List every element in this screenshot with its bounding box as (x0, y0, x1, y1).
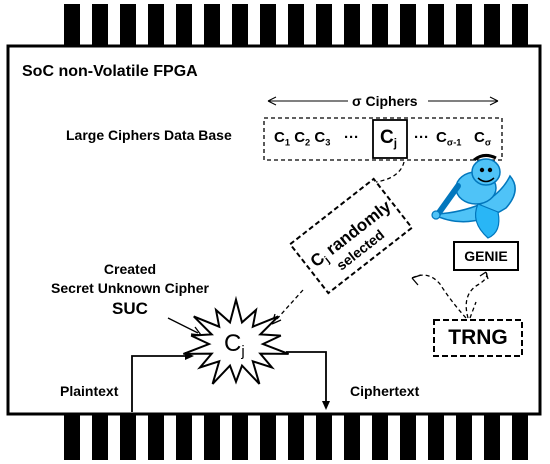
chip-title: SoC non-Volatile FPGA (22, 63, 198, 80)
suc-cipher-label: Cj (224, 330, 245, 361)
cipher-ellipsis-1: ··· (344, 129, 359, 146)
database-label: Large Ciphers Data Base (66, 127, 232, 143)
cipher-ellipsis-2: ··· (414, 129, 429, 146)
chip-pin (344, 4, 360, 48)
chip-pin (316, 412, 332, 460)
cipher-c3: C3 (314, 129, 331, 148)
chip-pin (120, 412, 136, 460)
chip-pin (372, 412, 388, 460)
chip-pin (372, 4, 388, 48)
cipher-c2: C2 (294, 129, 311, 148)
selection-connector (375, 161, 405, 183)
chip-pins-bottom (64, 412, 528, 460)
suc-line-3: SUC (112, 298, 148, 318)
trng-label: TRNG (448, 326, 508, 349)
chip-pins-top (64, 4, 528, 48)
chip-pin (456, 4, 472, 48)
chip-pin (120, 4, 136, 48)
chip-pin (484, 4, 500, 48)
chip-pin (288, 412, 304, 460)
suc-pointer-arrow (167, 317, 202, 336)
chip-pin (456, 412, 472, 460)
cipher-c1: C1 (274, 129, 291, 148)
selected-cipher-box (372, 119, 408, 159)
sigma-span-arrow (267, 94, 499, 108)
chip-pin (232, 4, 248, 48)
cipher-list: C1 C2 C3 (274, 129, 331, 148)
chip-pin (512, 4, 528, 48)
chip-pin (428, 412, 444, 460)
random-selection-box (288, 177, 414, 295)
ciphertext-output-arrow (286, 351, 330, 410)
cipher-c-sigma: Cσ (474, 129, 492, 148)
suc-line-1: Created (103, 261, 157, 277)
chip-pin (260, 412, 276, 460)
suc-star-shape (183, 295, 289, 385)
genie-icon (431, 153, 516, 239)
chip-pin (428, 4, 444, 48)
chip-pin (484, 412, 500, 460)
chip-pin (176, 412, 192, 460)
cipher-cj: Cj (380, 127, 398, 151)
chip-pin (64, 412, 80, 460)
chip-pin (92, 4, 108, 48)
chip-pin (92, 412, 108, 460)
chip-pin (232, 412, 248, 460)
chip-pin (512, 412, 528, 460)
plaintext-input-arrow (131, 352, 194, 412)
plaintext-label: Plaintext (60, 383, 119, 399)
trng-arrows (411, 271, 489, 319)
chip-pin (400, 412, 416, 460)
genie-label: GENIE (464, 248, 508, 264)
chip-pin (316, 4, 332, 48)
chip-pin (176, 4, 192, 48)
ciphertext-label: Ciphertext (350, 383, 420, 399)
trng-box (433, 319, 523, 357)
chip-pin (148, 4, 164, 48)
suc-label: Created Secret Unknown Cipher SUC (20, 260, 240, 321)
chip-pin (260, 4, 276, 48)
chip-pin (288, 4, 304, 48)
cipher-database-box (263, 117, 503, 161)
chip-pin (344, 412, 360, 460)
cipher-c-sigma-minus-1: Cσ-1 (436, 129, 462, 148)
chip-pin (204, 412, 220, 460)
chip-pin (148, 412, 164, 460)
chip-pin (400, 4, 416, 48)
sigma-ciphers-label: σ Ciphers (352, 93, 418, 109)
chip-pin (64, 4, 80, 48)
chip-pin (204, 4, 220, 48)
genie-box (453, 241, 519, 271)
suc-line-2: Secret Unknown Cipher (51, 279, 209, 296)
